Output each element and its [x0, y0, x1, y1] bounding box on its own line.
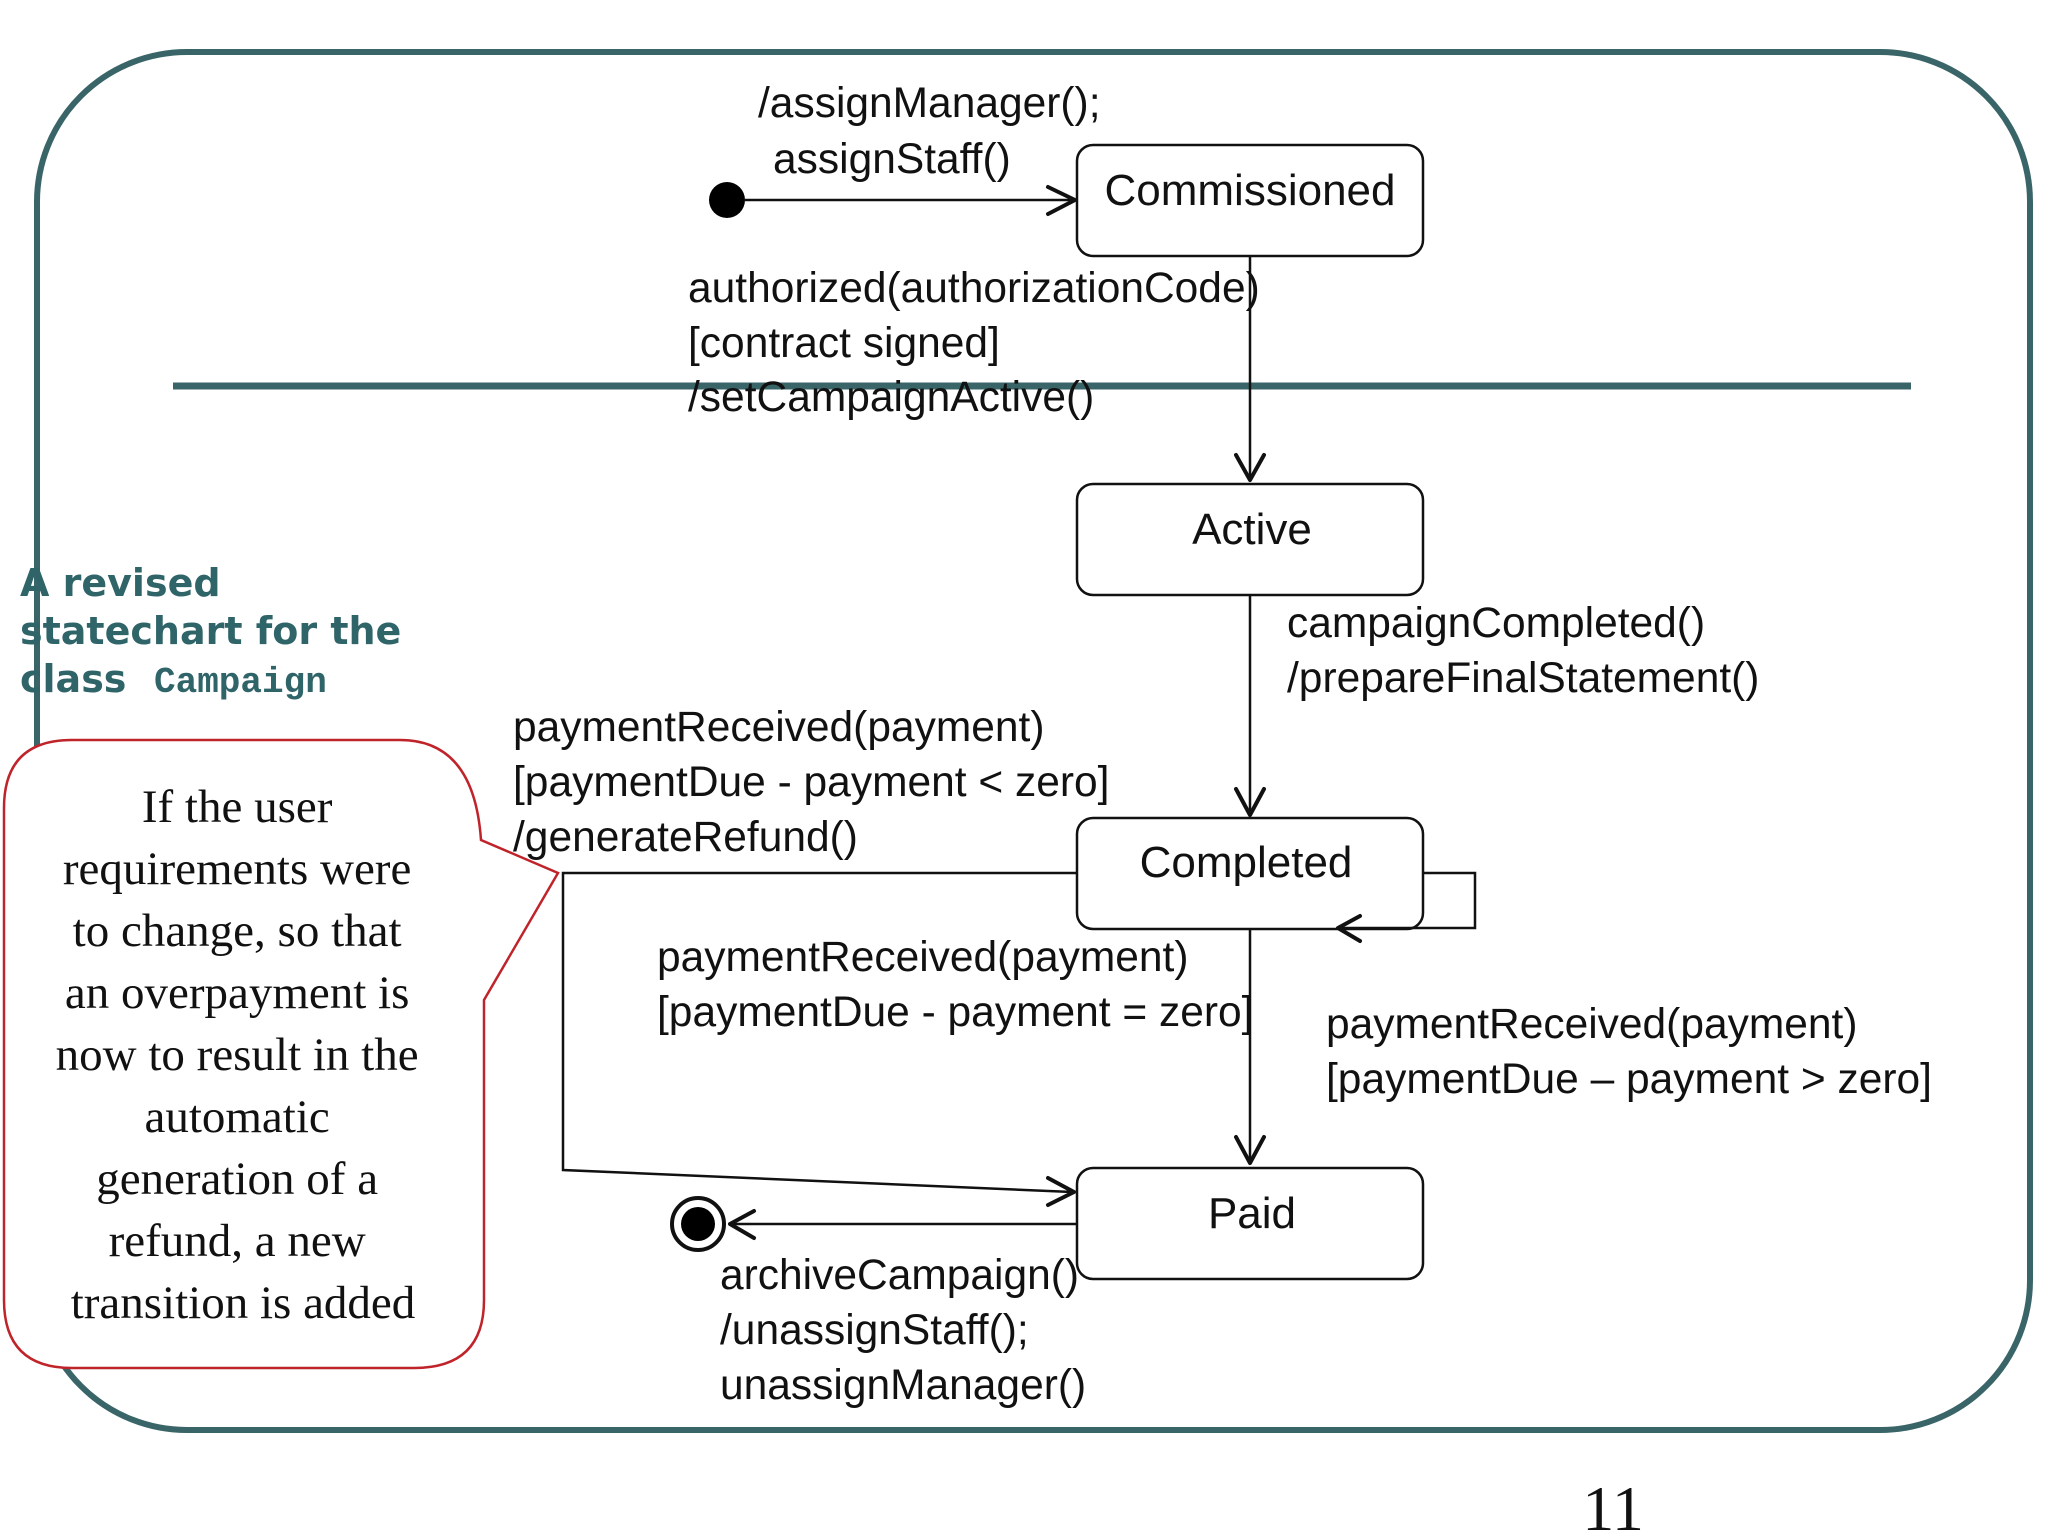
state-commissioned-label: Commissioned: [1105, 166, 1396, 215]
refund-transition-label: paymentReceived(payment) [paymentDue - p…: [513, 704, 1121, 861]
refund-transition-arrowhead: [1046, 1176, 1076, 1207]
slide-caption: A revised statechart for the class: [20, 561, 415, 701]
initial-transition-label: /assignManager(); assignStaff(): [758, 80, 1112, 183]
state-commissioned: Commissioned: [1075, 143, 1425, 258]
state-completed-label: Completed: [1140, 838, 1353, 887]
payment-equal-transition-arrowhead: [1234, 1135, 1266, 1165]
payment-greater-selfloop-line: [1338, 871, 1477, 930]
payment-equal-transition-label: paymentReceived(payment) [paymentDue - p…: [657, 934, 1253, 1036]
final-state: [670, 1196, 726, 1252]
campaign-completed-transition-label: campaignCompleted() /prepareFinalStateme…: [1287, 600, 1759, 702]
campaign-completed-transition-arrowhead: [1234, 787, 1266, 817]
callout-text: If the user requirements were to change,…: [56, 781, 431, 1329]
slide-frame: [34, 49, 2033, 1433]
page-number: 11: [1582, 1473, 1644, 1536]
state-completed: Completed: [1075, 816, 1425, 931]
state-paid: Paid: [1075, 1166, 1425, 1281]
authorized-transition-label: authorized(authorizationCode) [contract …: [688, 265, 1272, 421]
refund-transition-line: [561, 871, 1077, 1194]
state-active: Active: [1075, 482, 1425, 597]
payment-greater-transition-label: paymentReceived(payment) [paymentDue – p…: [1326, 1001, 1932, 1103]
state-paid-label: Paid: [1208, 1189, 1296, 1238]
slide-caption-classname: Campaign: [154, 662, 327, 703]
archive-transition-label: archiveCampaign() /unassignStaff(); unas…: [720, 1252, 1091, 1409]
state-active-label: Active: [1192, 505, 1312, 554]
payment-greater-selfloop-arrowhead: [1336, 914, 1362, 943]
callout-bubble: [2, 738, 560, 1370]
initial-state: [709, 182, 745, 218]
initial-transition-arrowhead: [1046, 185, 1077, 216]
authorized-transition-arrowhead: [1234, 453, 1266, 482]
archive-transition-arrowhead: [728, 1209, 756, 1240]
